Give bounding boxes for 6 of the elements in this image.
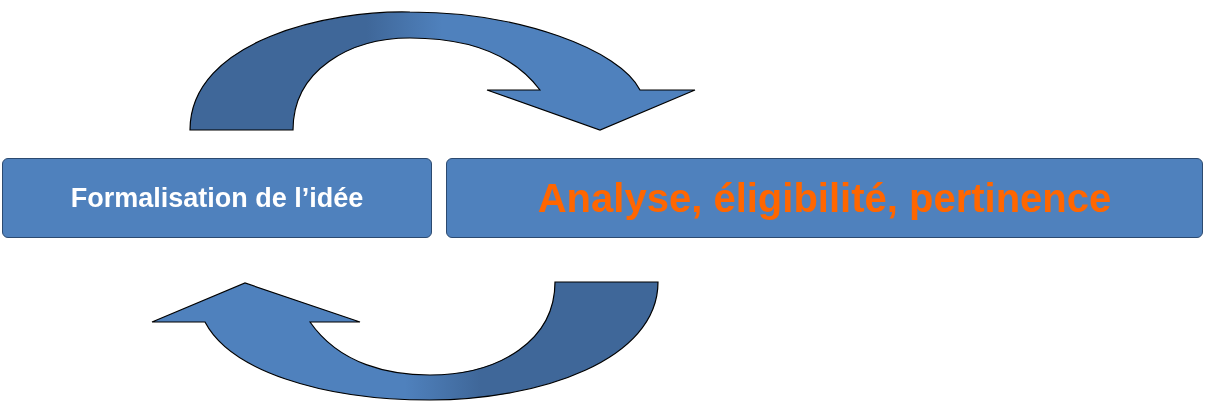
curved-block-arrow: [151, 281, 659, 401]
box-label: Analyse, éligibilité, pertinence: [537, 175, 1112, 222]
curved-block-arrow: [189, 11, 696, 131]
box-label: Formalisation de l’idée: [70, 181, 364, 215]
process-box: [446, 158, 1203, 238]
process-box: [2, 158, 432, 238]
